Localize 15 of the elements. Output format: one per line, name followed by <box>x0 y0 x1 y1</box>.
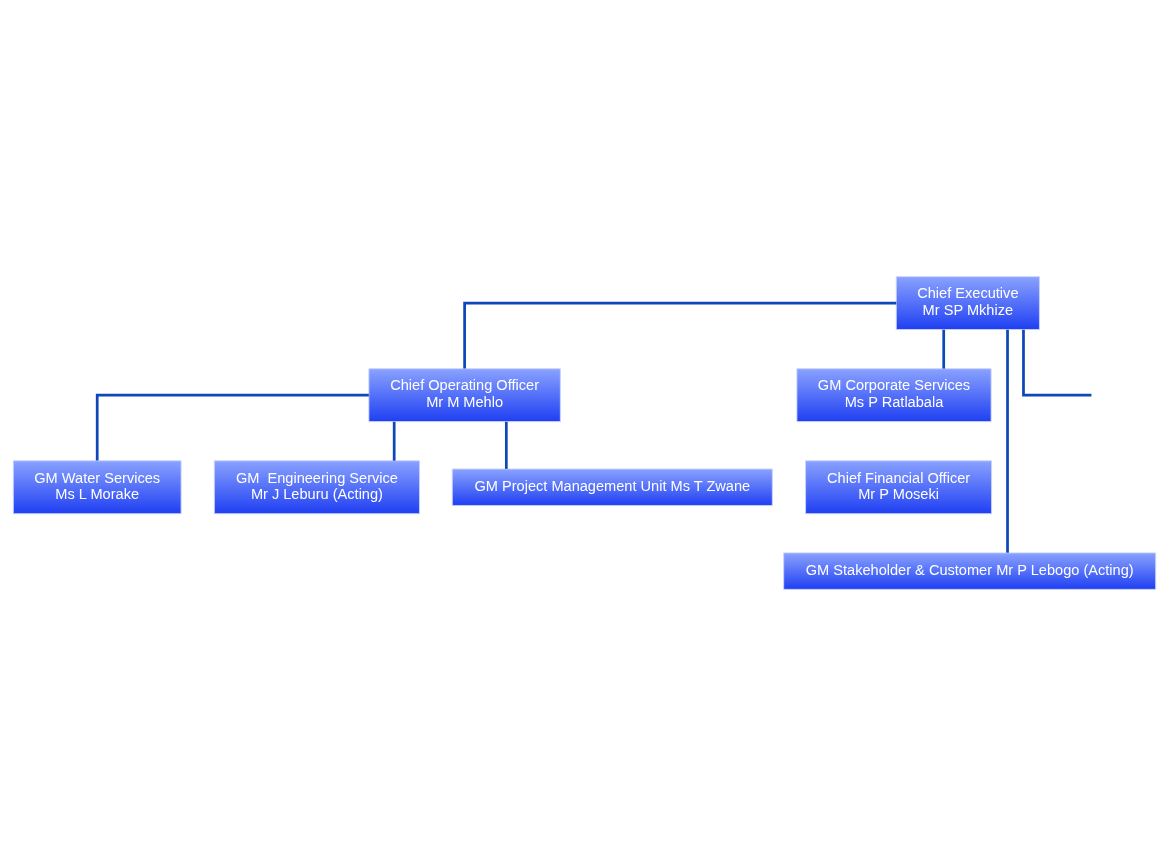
connector <box>942 329 946 369</box>
node-box: Chief Operating Officer Mr M Mehlo <box>368 368 561 423</box>
connector <box>1006 329 1009 553</box>
node-box: Chief Executive Mr SP Mkhize <box>895 276 1040 330</box>
connector <box>504 421 508 469</box>
connector <box>95 393 369 461</box>
node-box: GM Corporate Services Ms P Ratlabala <box>796 368 992 423</box>
node-box: GM Water Services Ms L Morake <box>12 460 182 515</box>
connector <box>463 301 897 369</box>
connector <box>1022 329 1092 397</box>
connector <box>392 421 396 461</box>
node-box: GM Stakeholder & Customer Mr P Lebogo (Acting) <box>783 552 1157 590</box>
node-box: GM Project Management Unit Ms T Zwane <box>451 468 773 506</box>
node-box: Chief Financial Officer Mr P Moseki <box>805 460 993 515</box>
node-box: GM Engineering Service Mr J Leburu (Acting) <box>213 460 420 515</box>
